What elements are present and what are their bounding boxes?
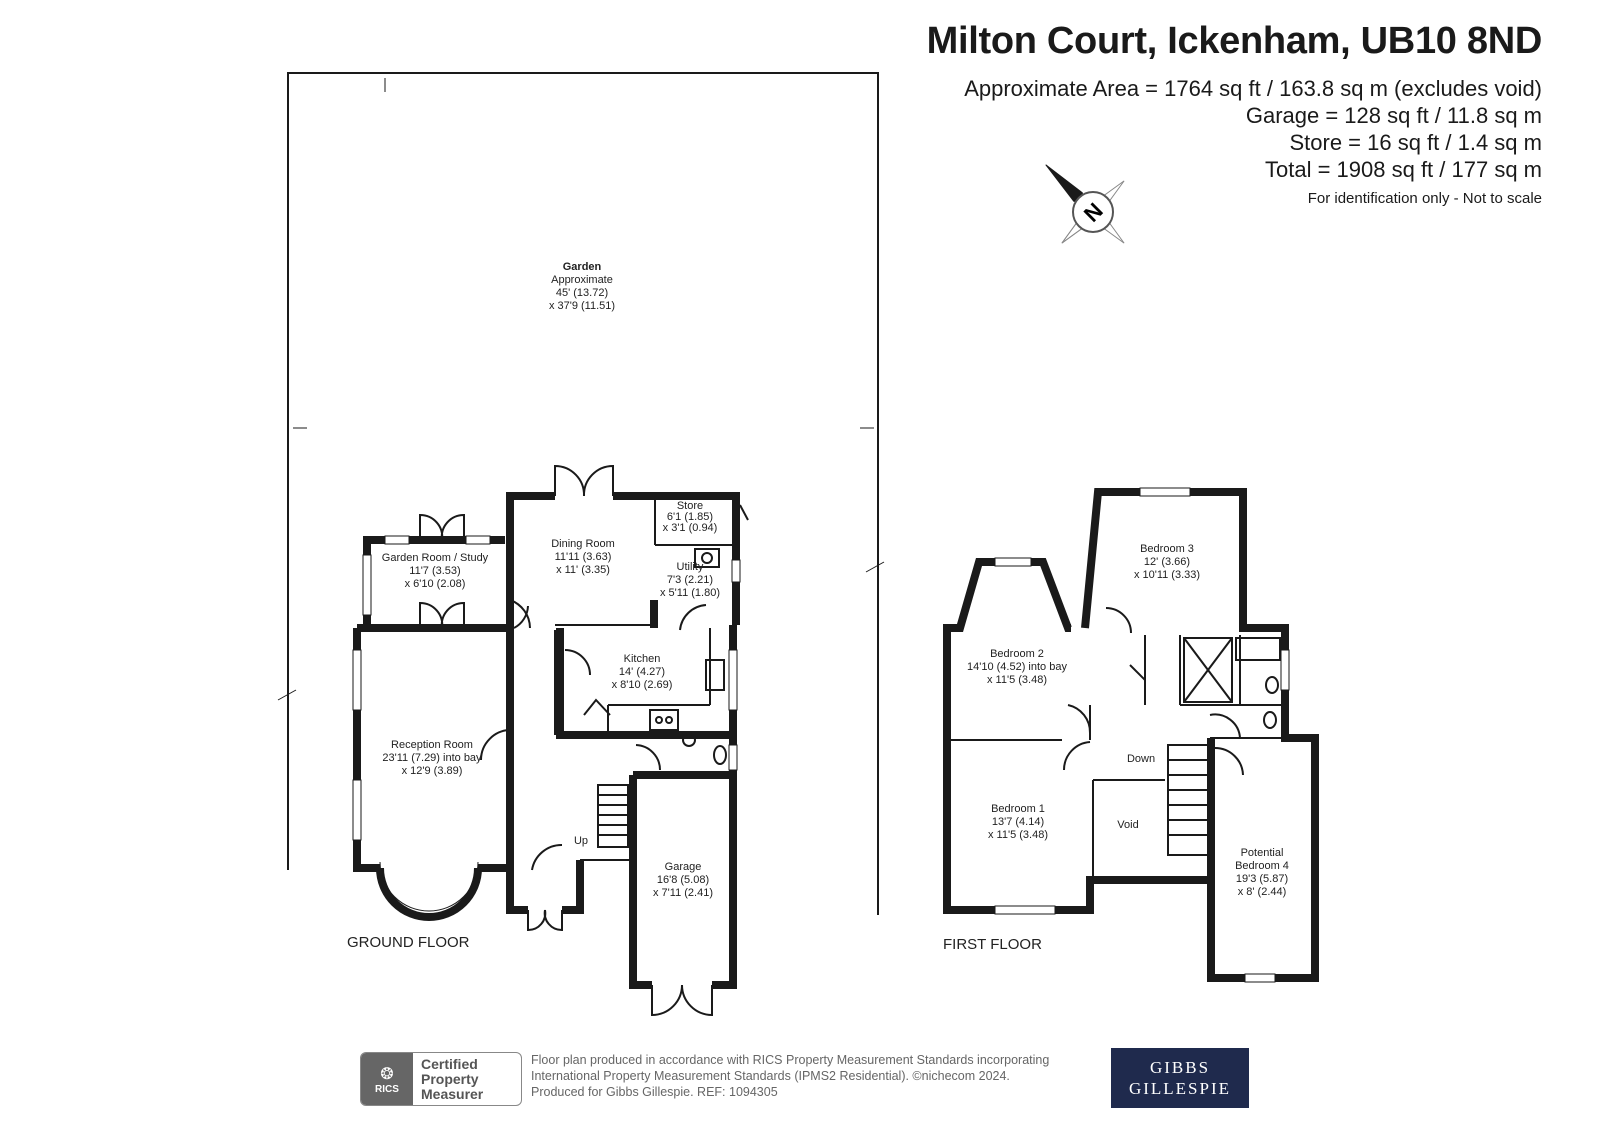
svg-text:x 7'11 (2.41): x 7'11 (2.41) bbox=[653, 887, 713, 899]
svg-text:Garden: Garden bbox=[563, 261, 602, 273]
svg-text:23'11 (7.29) into bay: 23'11 (7.29) into bay bbox=[382, 752, 482, 764]
rics-badge: ❂ RICS Certified Property Measurer bbox=[360, 1052, 522, 1106]
svg-text:x 37'9 (11.51): x 37'9 (11.51) bbox=[549, 300, 615, 312]
first-floor-labels: Bedroom 3 12' (3.66) x 10'11 (3.33) Bedr… bbox=[967, 543, 1289, 898]
ground-floor-walls bbox=[353, 492, 740, 989]
rics-seal-icon: ❂ bbox=[380, 1065, 394, 1083]
garden-label: Garden Approximate 45' (13.72) x 37'9 (1… bbox=[549, 261, 615, 312]
svg-text:Down: Down bbox=[1127, 753, 1155, 765]
svg-text:Dining Room: Dining Room bbox=[551, 538, 615, 550]
svg-text:x 6'10 (2.08): x 6'10 (2.08) bbox=[405, 578, 466, 590]
svg-text:Potential: Potential bbox=[1241, 847, 1284, 859]
svg-text:x 8' (2.44): x 8' (2.44) bbox=[1238, 886, 1287, 898]
svg-text:Reception Room: Reception Room bbox=[391, 739, 473, 751]
identification-note: For identification only - Not to scale bbox=[1307, 190, 1542, 207]
svg-text:19'3 (5.87): 19'3 (5.87) bbox=[1236, 873, 1288, 885]
svg-text:Bedroom 3: Bedroom 3 bbox=[1140, 543, 1194, 555]
svg-text:x 12'9 (3.89): x 12'9 (3.89) bbox=[402, 765, 463, 777]
gibbs-gillespie-logo: GIBBS GILLESPIE bbox=[1111, 1048, 1249, 1108]
svg-text:Bedroom 4: Bedroom 4 bbox=[1235, 860, 1289, 872]
svg-text:Kitchen: Kitchen bbox=[624, 653, 661, 665]
svg-text:x 10'11 (3.33): x 10'11 (3.33) bbox=[1134, 569, 1200, 581]
svg-text:Garden Room / Study: Garden Room / Study bbox=[382, 552, 489, 564]
garage-area: Garage = 128 sq ft / 11.8 sq m bbox=[1245, 103, 1542, 128]
svg-text:6'1 (1.85): 6'1 (1.85) bbox=[667, 511, 713, 523]
store-area: Store = 16 sq ft / 1.4 sq m bbox=[1289, 130, 1542, 155]
svg-text:11'7 (3.53): 11'7 (3.53) bbox=[409, 565, 460, 577]
compass-icon: N bbox=[1045, 164, 1125, 244]
certified-measurer-text: Certified Property Measurer bbox=[421, 1056, 484, 1102]
total-area: Total = 1908 sq ft / 177 sq m bbox=[1265, 157, 1542, 182]
ground-floor-label: GROUND FLOOR bbox=[347, 934, 470, 951]
svg-text:x 8'10 (2.69): x 8'10 (2.69) bbox=[612, 679, 673, 691]
svg-text:7'3 (2.21): 7'3 (2.21) bbox=[667, 574, 713, 586]
svg-text:13'7 (4.14): 13'7 (4.14) bbox=[992, 816, 1044, 828]
approximate-area: Approximate Area = 1764 sq ft / 163.8 sq… bbox=[964, 76, 1542, 101]
first-floor-label: FIRST FLOOR bbox=[943, 936, 1042, 953]
property-title: Milton Court, Ickenham, UB10 8ND bbox=[926, 20, 1543, 62]
svg-text:x 3'1 (0.94): x 3'1 (0.94) bbox=[663, 522, 718, 534]
svg-text:14' (4.27): 14' (4.27) bbox=[619, 666, 665, 678]
svg-text:x 11' (3.35): x 11' (3.35) bbox=[556, 564, 610, 576]
rics-logo: ❂ RICS bbox=[361, 1053, 413, 1105]
svg-text:Utility: Utility bbox=[677, 561, 704, 573]
svg-text:Void: Void bbox=[1117, 819, 1138, 831]
svg-text:x 11'5 (3.48): x 11'5 (3.48) bbox=[988, 829, 1048, 841]
svg-text:12' (3.66): 12' (3.66) bbox=[1144, 556, 1190, 568]
svg-text:x 5'11 (1.80): x 5'11 (1.80) bbox=[660, 587, 720, 599]
svg-text:45' (13.72): 45' (13.72) bbox=[556, 287, 608, 299]
svg-text:Store: Store bbox=[677, 500, 703, 512]
svg-text:Bedroom 1: Bedroom 1 bbox=[991, 803, 1045, 815]
svg-text:x 11'5 (3.48): x 11'5 (3.48) bbox=[987, 674, 1047, 686]
ground-floor-labels: Store 6'1 (1.85) x 3'1 (0.94) Dining Roo… bbox=[382, 500, 720, 899]
first-floor-thin-walls bbox=[947, 607, 1285, 880]
svg-text:Up: Up bbox=[574, 835, 588, 847]
first-floor-walls bbox=[943, 488, 1319, 982]
svg-text:Approximate: Approximate bbox=[551, 274, 613, 286]
svg-text:14'10 (4.52) into bay: 14'10 (4.52) into bay bbox=[967, 661, 1067, 673]
svg-text:16'8 (5.08): 16'8 (5.08) bbox=[657, 874, 709, 886]
garden-boundary bbox=[277, 72, 885, 915]
ground-floor-thin-walls bbox=[376, 464, 749, 1017]
svg-text:11'11 (3.63): 11'11 (3.63) bbox=[555, 551, 612, 563]
svg-text:Bedroom 2: Bedroom 2 bbox=[990, 648, 1044, 660]
svg-text:Garage: Garage bbox=[665, 861, 702, 873]
footer-disclaimer: Floor plan produced in accordance with R… bbox=[531, 1053, 1050, 1099]
first-floor-windows bbox=[994, 487, 1290, 983]
ground-floor-windows bbox=[352, 535, 741, 841]
